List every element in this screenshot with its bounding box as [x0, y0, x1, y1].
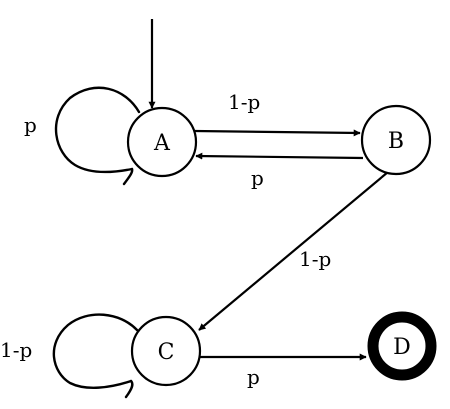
state-d-accepting-circle	[367, 311, 437, 381]
edge-label-a-loop: p	[24, 113, 37, 137]
edge-b-to-a	[195, 152, 364, 160]
edge-label-c-loop: 1-p	[0, 338, 32, 362]
edge-label-c-to-d: p	[247, 365, 260, 389]
state-b-label: B	[388, 129, 404, 154]
state-d: D	[367, 311, 437, 381]
edge-label-b-to-c: 1-p	[299, 247, 331, 271]
edge-label-a-to-b: 1-p	[228, 90, 260, 114]
self-loop-c-arrowhead	[124, 379, 134, 399]
state-c: C	[130, 315, 202, 387]
edge-b-to-c	[198, 171, 389, 331]
self-loop-a	[54, 86, 141, 174]
state-d-label: D	[393, 335, 411, 360]
state-a-circle	[126, 106, 198, 178]
self-loop-a-arrowhead	[122, 167, 134, 186]
state-a: A	[126, 106, 198, 178]
state-a-label: A	[153, 131, 171, 156]
state-c-circle	[130, 315, 202, 387]
edge-label-b-to-a: p	[251, 166, 264, 190]
edge-a-to-b	[194, 129, 361, 137]
state-b-circle	[360, 104, 432, 176]
self-loop-c	[52, 313, 139, 389]
state-c-label: C	[158, 340, 175, 365]
state-b: B	[360, 104, 432, 176]
